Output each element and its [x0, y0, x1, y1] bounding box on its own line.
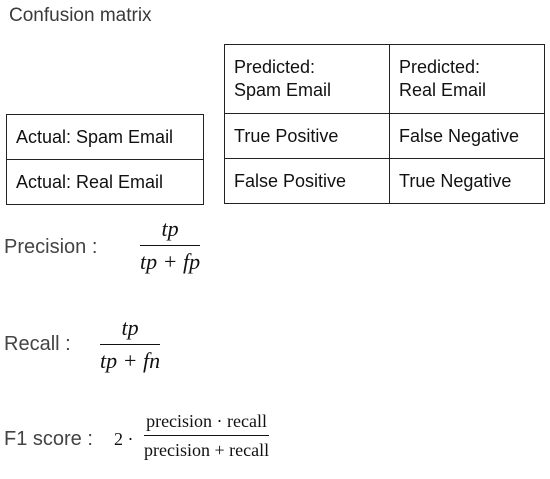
recall-numerator: tp [121, 315, 139, 340]
predicted-spam-header-line1: Predicted: [234, 57, 316, 77]
predicted-spam-header: Predicted: Spam Email [224, 44, 390, 114]
predicted-real-header: Predicted: Real Email [389, 44, 545, 114]
predicted-real-header-line1: Predicted: [399, 57, 481, 77]
precision-label: Precision : [4, 236, 98, 258]
confusion-matrix-table: Predicted: Spam Email Predicted: Real Em… [224, 44, 545, 204]
f1-formula: precision · recall precision + recall [144, 410, 270, 461]
recall-label: Recall : [4, 333, 71, 355]
header-row: Predicted: Spam Email Predicted: Real Em… [224, 44, 545, 114]
fraction-bar [144, 435, 270, 437]
f1-score-label: F1 score : [4, 428, 93, 450]
predicted-spam-header-line2: Spam Email [234, 80, 332, 100]
table-row: Actual: Spam Email [6, 114, 204, 160]
table-row: False Positive True Negative [224, 158, 545, 204]
fraction-bar [100, 344, 161, 346]
table-row: True Positive False Negative [224, 113, 545, 159]
precision-formula: tp tp + fp [140, 216, 201, 275]
actual-labels-table: Actual: Spam Email Actual: Real Email [6, 114, 204, 205]
true-positive-cell: True Positive [224, 113, 390, 159]
page-title: Confusion matrix [9, 5, 152, 26]
actual-real-cell: Actual: Real Email [6, 159, 204, 205]
false-negative-cell: False Negative [389, 113, 545, 159]
true-negative-cell: True Negative [389, 158, 545, 204]
fraction-bar [140, 245, 201, 247]
predicted-real-header-line2: Real Email [399, 80, 487, 100]
precision-denominator: tp + fp [140, 249, 201, 275]
f1-denominator: precision + recall [144, 440, 270, 461]
actual-spam-cell: Actual: Spam Email [6, 114, 204, 160]
precision-numerator: tp [161, 216, 179, 241]
recall-denominator: tp + fn [100, 348, 161, 374]
table-row: Actual: Real Email [6, 159, 204, 205]
false-positive-cell: False Positive [224, 158, 390, 204]
recall-formula: tp tp + fn [100, 315, 161, 374]
f1-coefficient: 2 · [114, 429, 134, 449]
f1-numerator: precision · recall [146, 411, 268, 431]
